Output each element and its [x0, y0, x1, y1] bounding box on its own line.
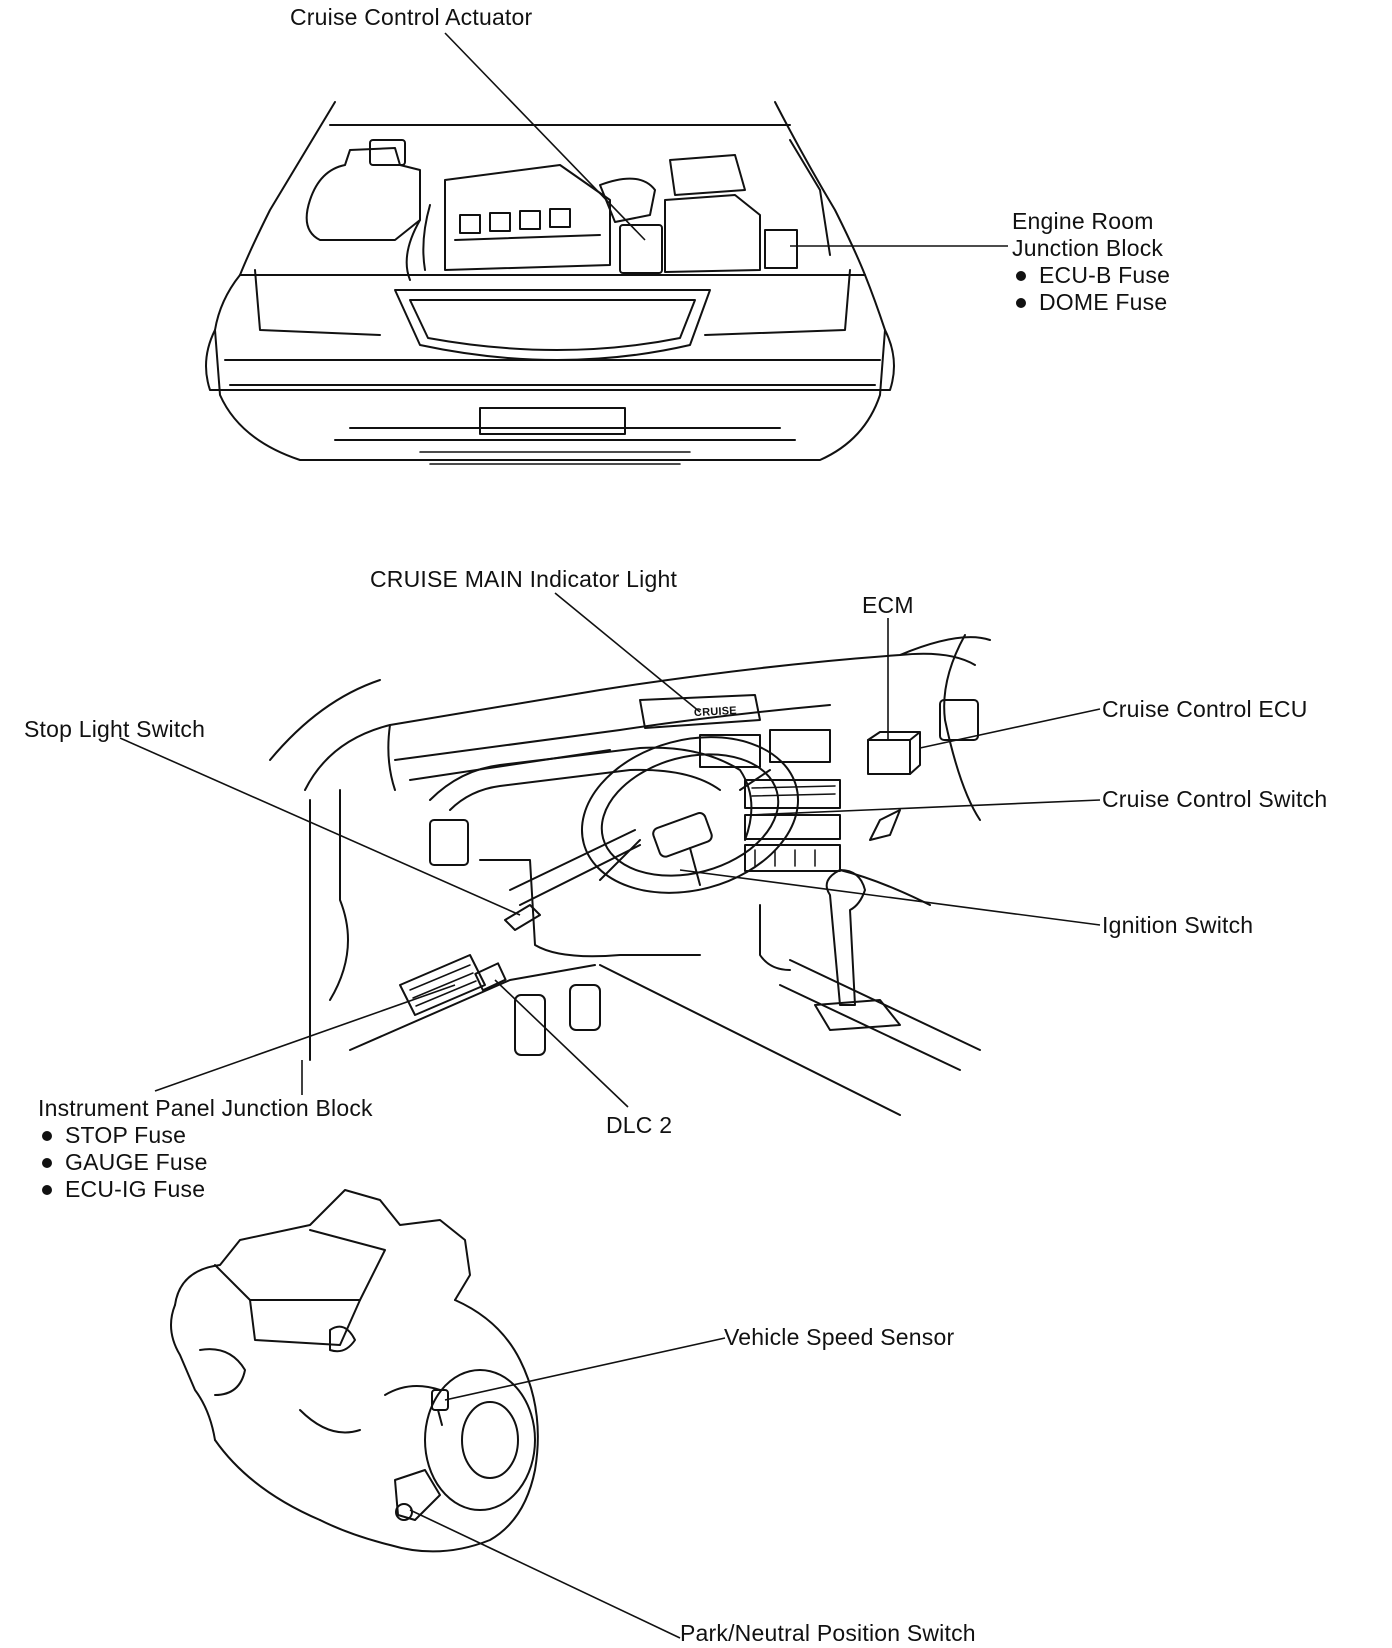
- leader-lines: [119, 32, 1101, 1639]
- fuse-stop: STOP Fuse: [38, 1122, 373, 1149]
- transaxle-illustration: [170, 1189, 539, 1553]
- label-cruise-control-ecu: Cruise Control ECU: [1102, 696, 1308, 722]
- engine-room-junction-block-title-1: Engine Room: [1012, 208, 1154, 234]
- fuse-dome: DOME Fuse: [1012, 289, 1170, 316]
- label-cruise-control-actuator: Cruise Control Actuator: [290, 4, 533, 30]
- label-cruise-control-switch: Cruise Control Switch: [1102, 786, 1328, 812]
- label-ignition-switch: Ignition Switch: [1102, 912, 1254, 938]
- label-dlc2: DLC 2: [606, 1112, 673, 1138]
- label-cruise-main-indicator-light: CRUISE MAIN Indicator Light: [370, 566, 678, 592]
- engine-bay-illustration: [205, 101, 895, 465]
- instrument-panel-fuse-list: STOP Fuse GAUGE Fuse ECU-IG Fuse: [38, 1122, 373, 1203]
- engine-room-fuse-list: ECU-B Fuse DOME Fuse: [1012, 262, 1170, 316]
- label-park-neutral-position-switch: Park/Neutral Position Switch: [680, 1620, 976, 1646]
- engine-room-junction-block-title-2: Junction Block: [1012, 235, 1164, 261]
- fuse-ecu-b: ECU-B Fuse: [1012, 262, 1170, 289]
- instrument-panel-junction-block-title: Instrument Panel Junction Block: [38, 1095, 373, 1121]
- label-instrument-panel-junction-block: Instrument Panel Junction Block STOP Fus…: [38, 1095, 373, 1203]
- fuse-gauge: GAUGE Fuse: [38, 1149, 373, 1176]
- cruise-indicator-text: CRUISE: [693, 704, 738, 720]
- label-stop-light-switch: Stop Light Switch: [24, 716, 206, 742]
- label-vehicle-speed-sensor: Vehicle Speed Sensor: [724, 1324, 955, 1350]
- label-ecm: ECM: [862, 592, 914, 618]
- fuse-ecu-ig: ECU-IG Fuse: [38, 1176, 373, 1203]
- dashboard-illustration: [269, 634, 991, 1116]
- label-engine-room-junction-block: Engine Room Junction Block ECU-B Fuse DO…: [1012, 208, 1170, 316]
